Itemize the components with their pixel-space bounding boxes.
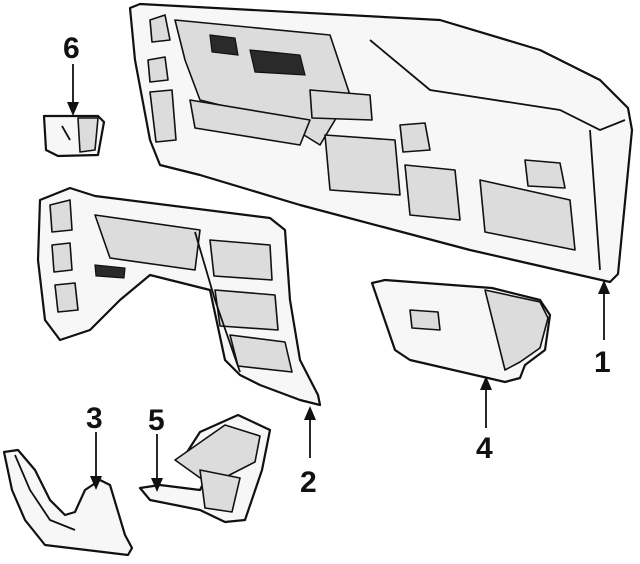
pocket-part-5: [138, 413, 272, 524]
callout-2: 2: [300, 466, 317, 499]
finish-panel-part-2: [36, 186, 322, 407]
column-cover-part-3: [2, 448, 134, 557]
callout-3: 3: [86, 402, 103, 435]
callout-4: 4: [476, 432, 493, 465]
callout-5: 5: [148, 404, 165, 437]
glove-box-door-part-4: [370, 278, 552, 384]
callout-leaders: [67, 64, 610, 492]
instrument-panel-part-1: [128, 2, 634, 284]
callout-1: 1: [594, 346, 611, 379]
callout-6: 6: [63, 32, 80, 65]
bracket-part-6: [42, 114, 106, 158]
